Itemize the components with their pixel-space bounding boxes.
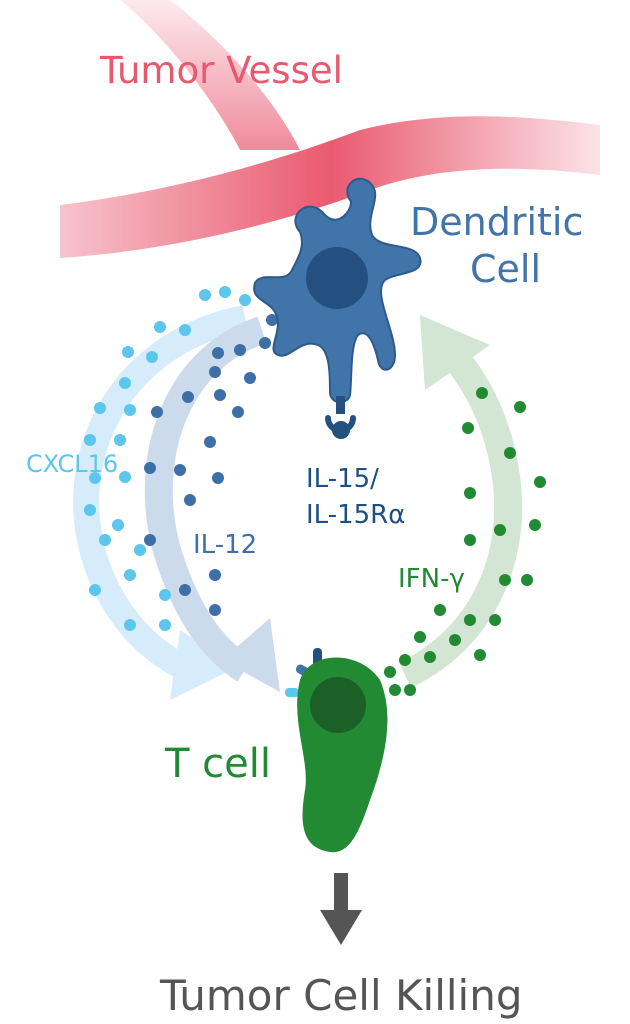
cxcl16-dot (89, 584, 101, 596)
cxcl16-dot (124, 404, 136, 416)
il12-dot (179, 584, 191, 596)
il12-dot (209, 569, 221, 581)
ifn-dot (434, 604, 446, 616)
il12-dot (184, 494, 196, 506)
cxcl16-dot (84, 434, 96, 446)
cxcl16-dot (89, 472, 101, 484)
ifn-dot (399, 654, 411, 666)
il12-dot (232, 406, 244, 418)
ifn-dot (514, 401, 526, 413)
cxcl16-dot (239, 294, 251, 306)
ifn-gamma-label: IFN-γ (398, 564, 465, 594)
cxcl16-arrow (73, 305, 248, 700)
il12-dot (204, 436, 216, 448)
t-cell (285, 648, 388, 853)
il12-dot (182, 391, 194, 403)
down-arrow-icon (320, 873, 362, 945)
tumor-vessel (60, 0, 600, 258)
cxcl16-dot (179, 324, 191, 336)
ifn-dot (474, 649, 486, 661)
il12-arrow (144, 316, 280, 692)
il12-dot (214, 389, 226, 401)
ifn-dot (521, 574, 533, 586)
ifn-dot (384, 666, 396, 678)
il12-dot (144, 462, 156, 474)
il15-label-line2: IL-15Rα (306, 500, 406, 530)
cxcl16-dot (159, 589, 171, 601)
cxcl16-dot (154, 321, 166, 333)
ifn-dot (464, 487, 476, 499)
cxcl16-dot (199, 289, 211, 301)
cxcl16-dot (134, 544, 146, 556)
cxcl16-dot (124, 619, 136, 631)
tumor-vessel-label: Tumor Vessel (100, 49, 343, 92)
dendritic-cell (253, 177, 422, 439)
ifn-dot (449, 634, 461, 646)
il12-dot (151, 406, 163, 418)
cxcl16-dot (124, 569, 136, 581)
cxcl16-label: CXCL16 (26, 450, 119, 478)
il12-dot (209, 366, 221, 378)
il12-dot (266, 314, 278, 326)
tumor-cell-killing-label: Tumor Cell Killing (160, 971, 523, 1020)
il12-dot (144, 534, 156, 546)
cxcl16-dot (119, 377, 131, 389)
ifn-dot (462, 422, 474, 434)
cxcl16-dot (112, 519, 124, 531)
ifn-dot (404, 684, 416, 696)
il15-receptor-stem (336, 396, 345, 414)
cxcl16-dot (146, 351, 158, 363)
ifn-dot (476, 387, 488, 399)
il12-label: IL-12 (193, 530, 258, 560)
il15-label-line1: IL-15/ (306, 464, 379, 494)
t-cell-label: T cell (165, 741, 271, 787)
t-cell-nucleus (310, 677, 366, 733)
ifn-dot (414, 631, 426, 643)
cxcl16-dot (84, 504, 96, 516)
ifn-dot (499, 574, 511, 586)
ifn-dot (529, 519, 541, 531)
il12-dot (212, 347, 224, 359)
il12-dot (174, 464, 186, 476)
dendritic-nucleus (306, 247, 368, 309)
ifn-dot (389, 684, 401, 696)
cxcl16-dot (119, 471, 131, 483)
ifn-dot (494, 524, 506, 536)
cxcl16-dot (219, 286, 231, 298)
il12-dot (209, 604, 221, 616)
ifn-dot (464, 614, 476, 626)
ifn-dot (489, 614, 501, 626)
il12-dot (234, 344, 246, 356)
il12-dot (244, 372, 256, 384)
ifn-dot (464, 534, 476, 546)
ifn-dot (534, 476, 546, 488)
cxcl16-dot (159, 619, 171, 631)
dendritic-cell-label-line2: Cell (470, 247, 542, 291)
cxcl16-dot (94, 402, 106, 414)
cxcl16-dot (114, 434, 126, 446)
il12-dot (212, 472, 224, 484)
cytokine-dots (84, 286, 546, 696)
ifn-dot (424, 651, 436, 663)
il12-dot (259, 337, 271, 349)
ifn-dot (504, 447, 516, 459)
cxcl16-dot (99, 534, 111, 546)
cxcl16-dot (122, 346, 134, 358)
dendritic-cell-label-line1: Dendritic (410, 200, 584, 244)
